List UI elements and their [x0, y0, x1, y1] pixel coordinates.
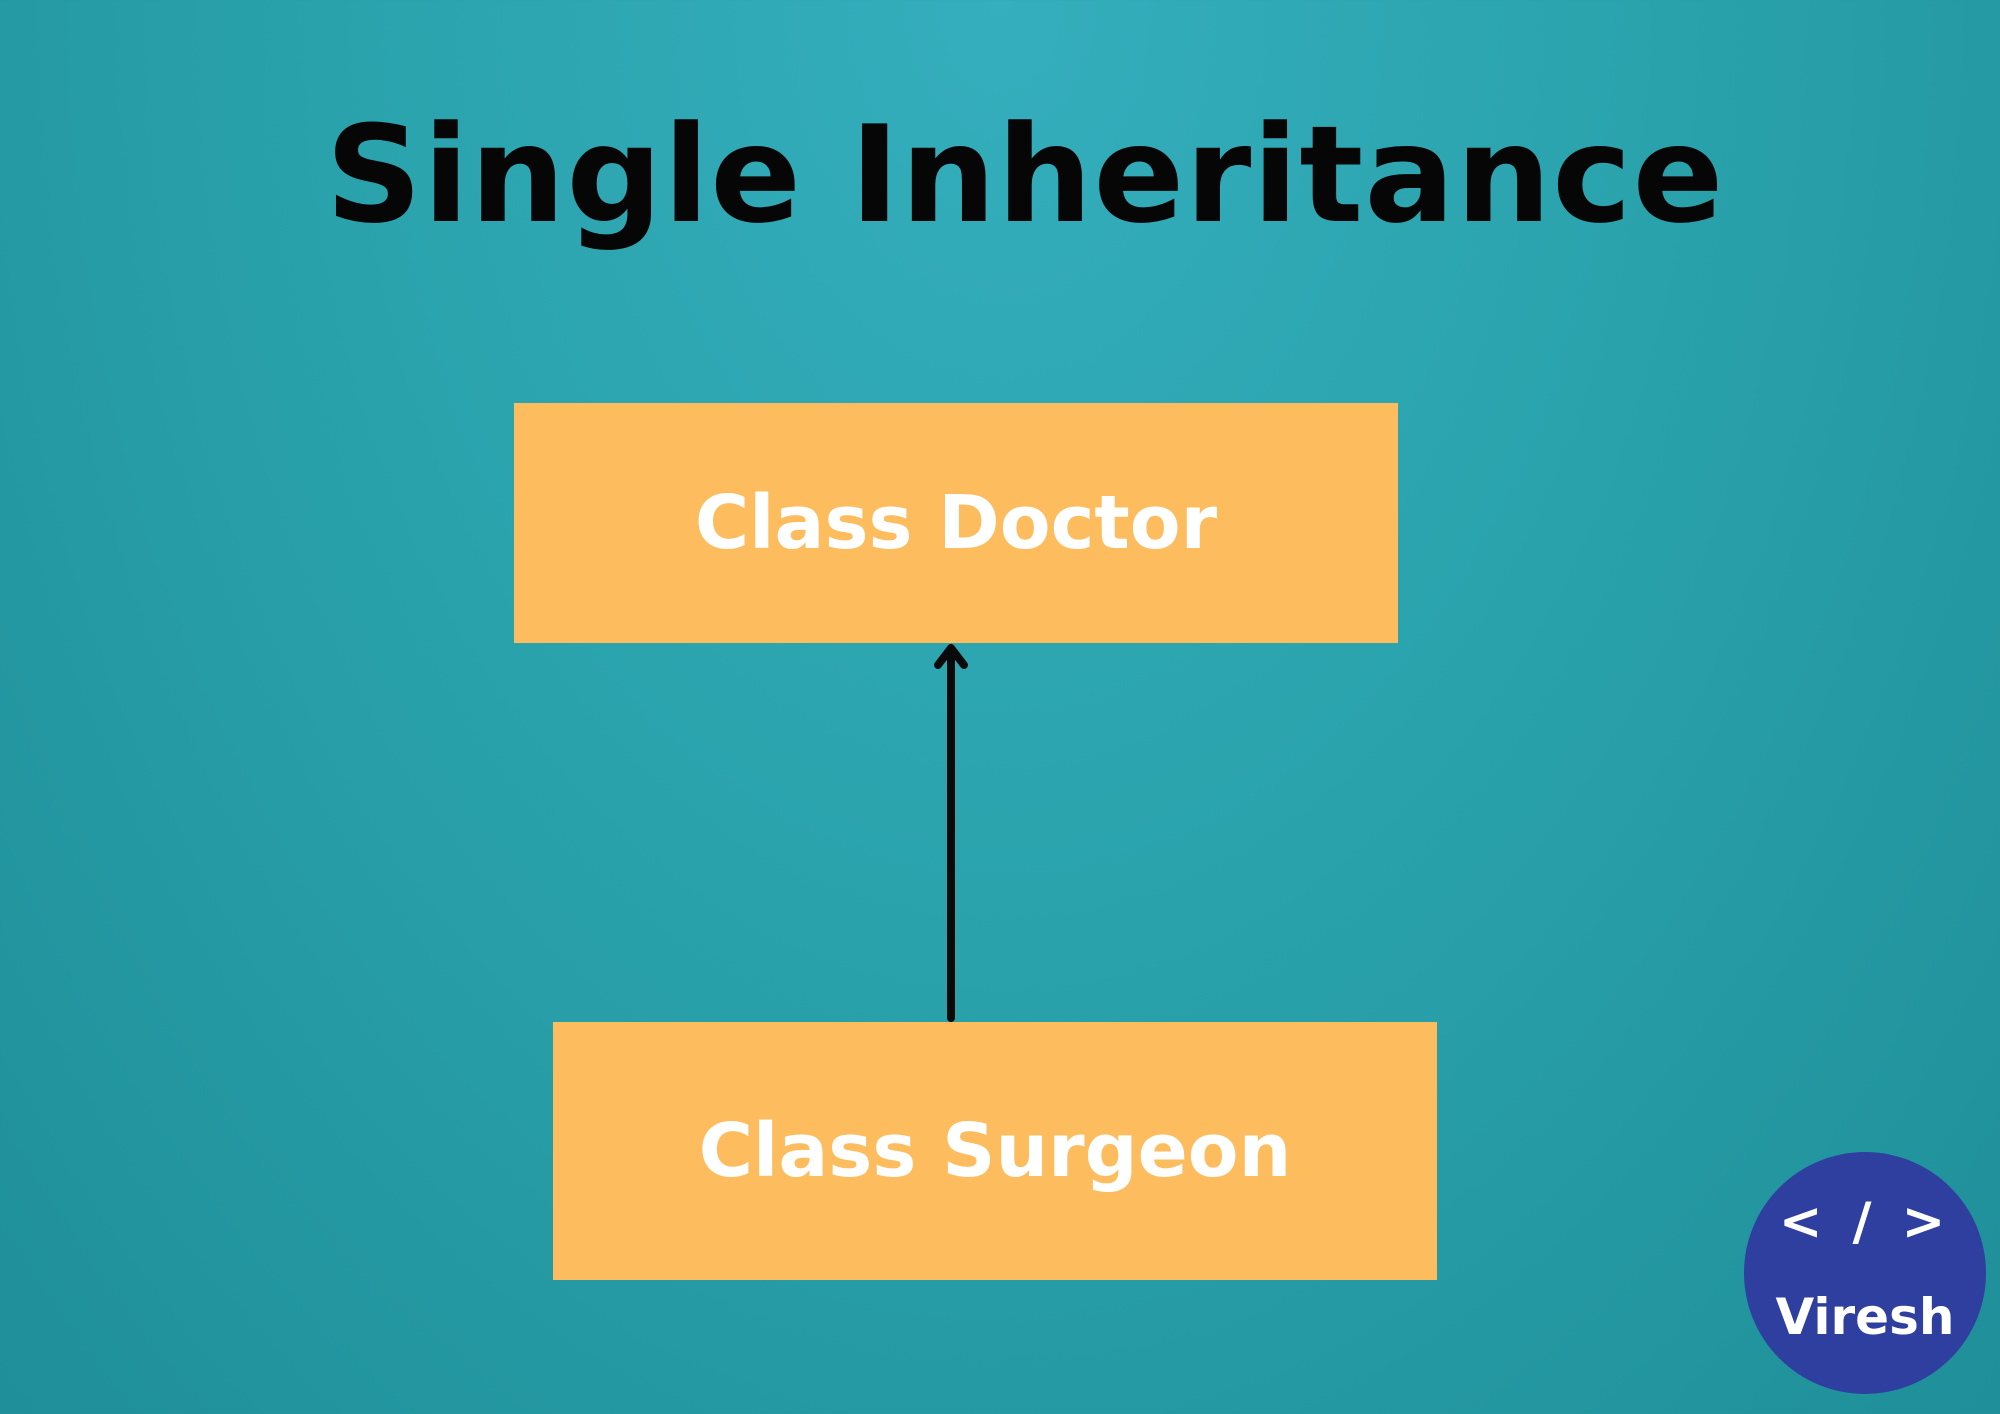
class-node-label: Class Surgeon [698, 1108, 1292, 1194]
code-icon: < / > [1778, 1192, 1952, 1252]
class-node-label: Class Doctor [694, 480, 1218, 566]
class-node-doctor: Class Doctor [514, 403, 1398, 643]
author-badge: < / > Viresh [1744, 1152, 1986, 1394]
diagram-title: Single Inheritance [325, 97, 1725, 253]
author-name: Viresh [1775, 1288, 1955, 1346]
class-node-surgeon: Class Surgeon [553, 1022, 1437, 1280]
arrowhead-icon [934, 644, 968, 669]
